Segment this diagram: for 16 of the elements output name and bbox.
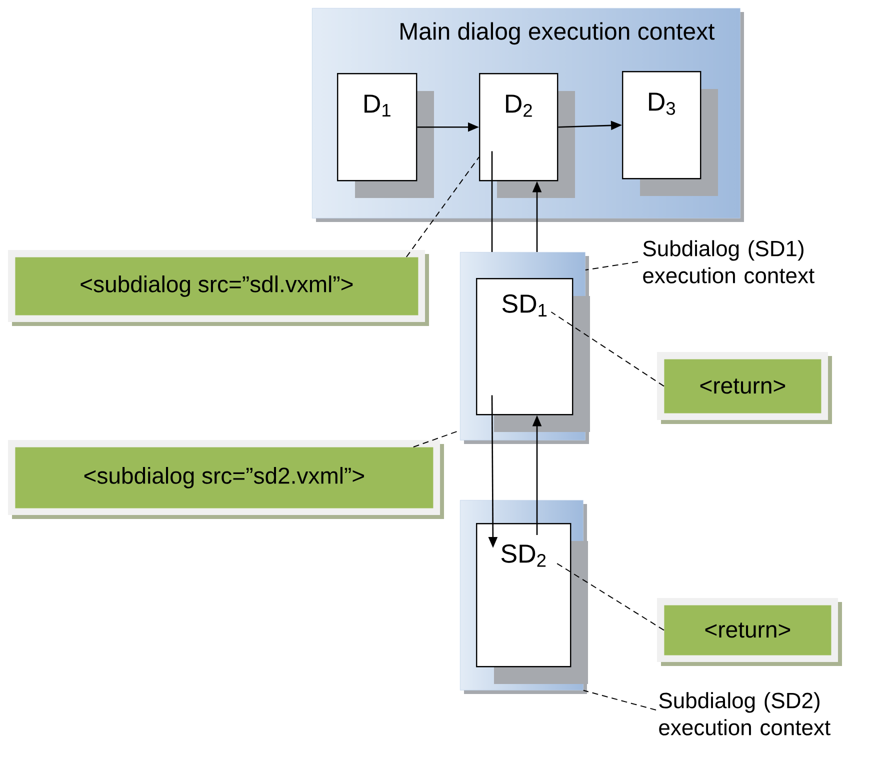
leader-line <box>556 562 664 631</box>
code-box: <return> <box>657 352 832 424</box>
dialog-box: D$_{3}$ <box>622 71 718 196</box>
code-box: <subdialog src=”sdl.vxml”> <box>8 250 429 326</box>
dialog-box: D$_{2}$ <box>479 73 575 198</box>
dialog-box: SD$_{1}$ <box>476 278 590 432</box>
code-box: <subdialog src=”sd2.vxml”> <box>8 440 444 519</box>
dialog-box: D$_{1}$ <box>337 73 434 198</box>
dialog-box: SD$_{2}$ <box>476 523 588 684</box>
leader-line <box>406 156 480 258</box>
context-label: Subdialog (SD1) execution context <box>643 240 814 284</box>
context-label: Subdialog (SD2) execution context <box>659 692 830 736</box>
leader-line <box>550 312 664 387</box>
leader-line <box>582 690 656 710</box>
leader-line <box>584 261 638 270</box>
code-box: <return> <box>657 598 842 666</box>
